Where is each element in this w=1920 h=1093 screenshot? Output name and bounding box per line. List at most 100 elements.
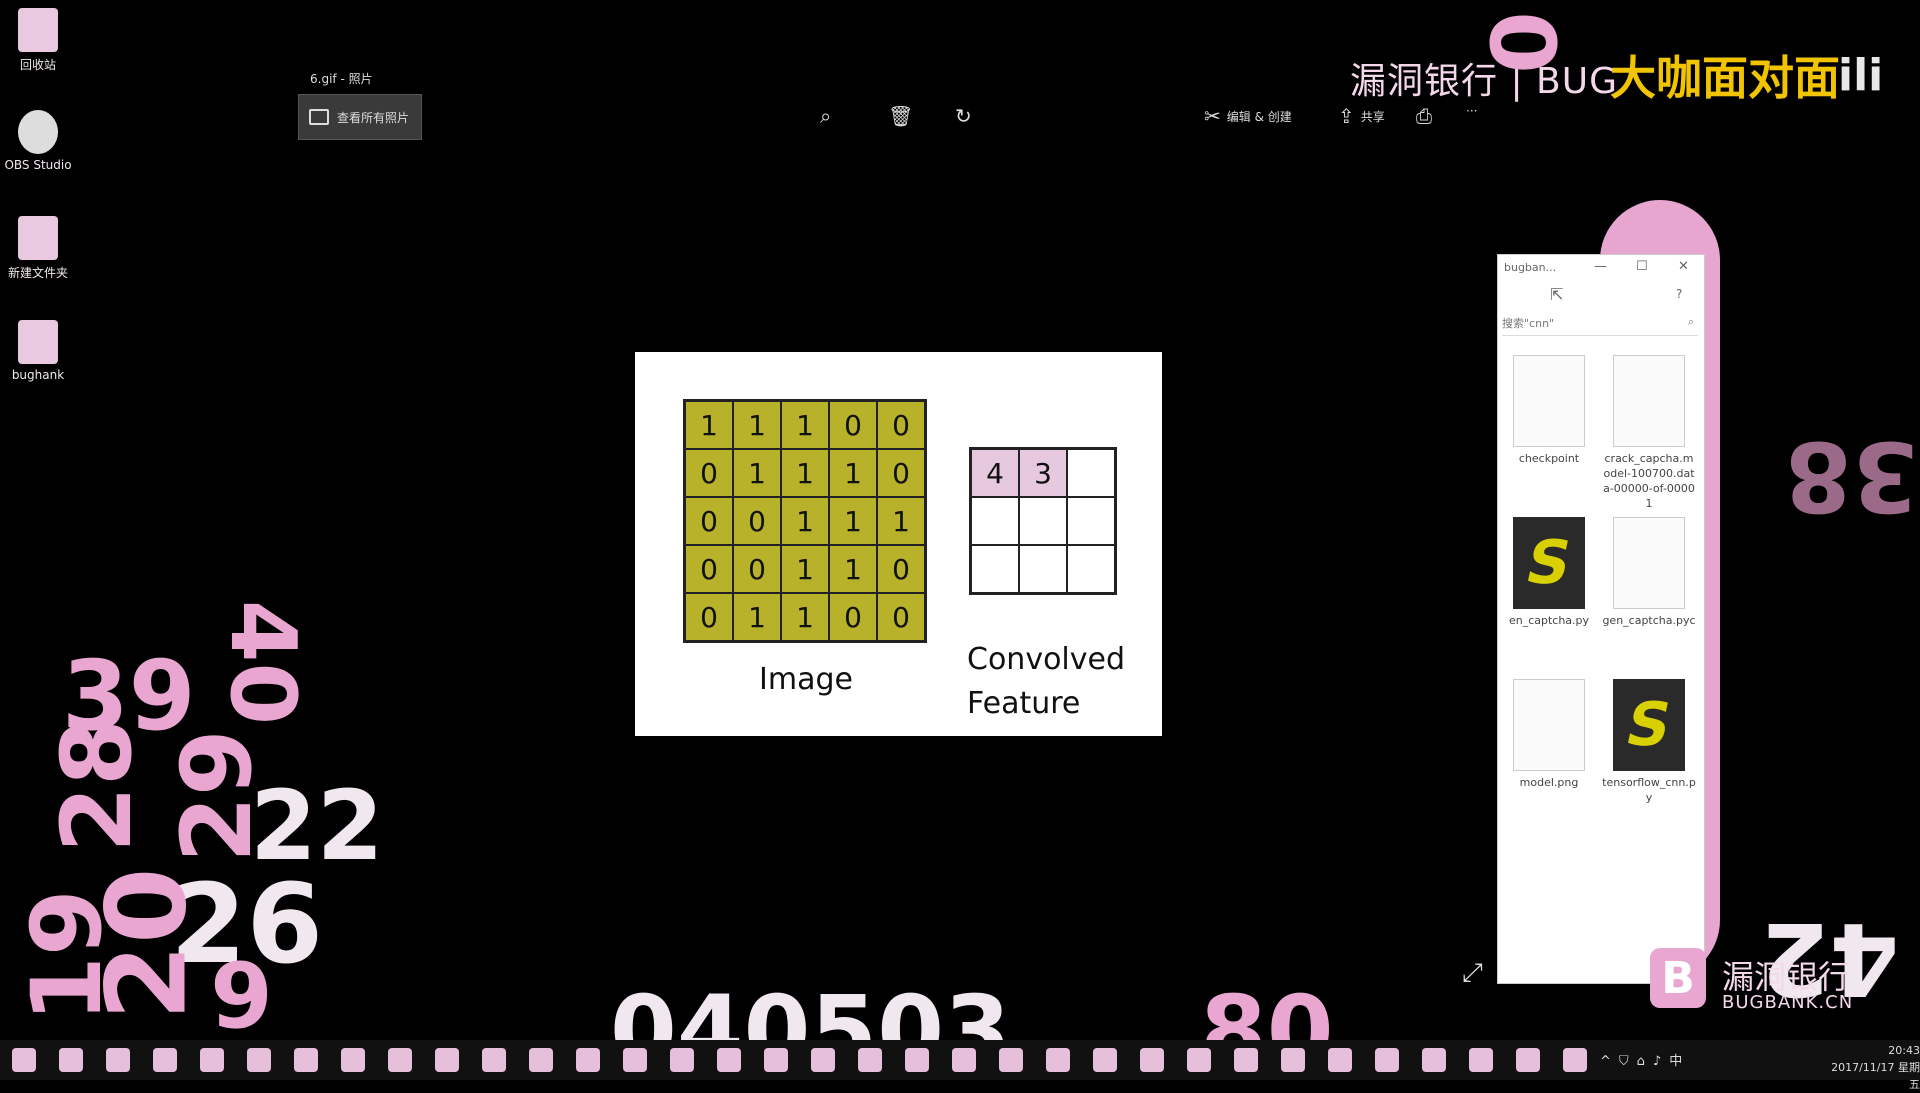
convolved-matrix-cell: 4: [971, 449, 1019, 497]
brand-watermark: 漏洞银行 | BUG: [1350, 61, 1618, 102]
taskbar-app-icon[interactable]: [1093, 1048, 1117, 1072]
image-caption: Image: [759, 662, 853, 697]
taskbar-app-icon[interactable]: [811, 1048, 835, 1072]
logo-en-text: BUGBANK.CN: [1722, 992, 1854, 1013]
taskbar-app-icon[interactable]: [1328, 1048, 1352, 1072]
zoom-button[interactable]: ⌕: [820, 104, 831, 128]
taskbar-app-icon[interactable]: [1422, 1048, 1446, 1072]
explorer-file-name: checkpoint: [1518, 452, 1580, 465]
taskbar-app-icon[interactable]: [670, 1048, 694, 1072]
taskbar-app-icon[interactable]: [153, 1048, 177, 1072]
more-button[interactable]: ···: [1466, 104, 1477, 118]
convolved-matrix-cell: [971, 497, 1019, 545]
delete-button[interactable]: 🗑: [888, 104, 913, 128]
shield-icon[interactable]: ⛉: [1618, 1054, 1637, 1069]
taskbar-app-icon[interactable]: [1516, 1048, 1540, 1072]
taskbar-app-icon[interactable]: [247, 1048, 271, 1072]
decor-number: 39: [62, 640, 196, 752]
tray-chevron-icon[interactable]: ^: [1600, 1054, 1619, 1069]
folder-icon: [18, 216, 58, 260]
see-all-photos-button[interactable]: 查看所有照片: [298, 94, 422, 140]
clock-date: 2017/11/17 星期五: [1831, 1061, 1920, 1091]
print-button[interactable]: ⎙: [1416, 104, 1432, 128]
convolved-matrix-cell: [1019, 497, 1067, 545]
sublime-icon: S: [1513, 517, 1585, 609]
explorer-search-box[interactable]: 搜索"cnn" ⌕: [1502, 315, 1698, 336]
bughank-desktop-icon[interactable]: bughank: [0, 320, 76, 382]
taskbar-app-icon[interactable]: [1140, 1048, 1164, 1072]
taskbar-app-icon[interactable]: [1234, 1048, 1258, 1072]
edit-create-button[interactable]: ✂ 编辑 & 创建: [1204, 104, 1292, 128]
minimize-icon[interactable]: —: [1594, 259, 1607, 274]
ime-indicator[interactable]: 中: [1669, 1054, 1691, 1069]
help-icon[interactable]: ?: [1676, 287, 1683, 301]
convolved-caption: Convolved Feature: [967, 638, 1125, 726]
desktop-icon-label: bughank: [11, 368, 65, 382]
explorer-file-item[interactable]: model.png: [1502, 679, 1596, 790]
decor-number: 26: [170, 860, 324, 988]
new-folder-desktop-icon[interactable]: 新建文件夹: [0, 216, 76, 281]
image-matrix-cell: 0: [685, 545, 733, 593]
volume-icon[interactable]: ♪: [1652, 1054, 1670, 1069]
taskbar-app-icon[interactable]: [1469, 1048, 1493, 1072]
desktop-icon-label: 回收站: [19, 58, 56, 72]
taskbar-app-icon[interactable]: [12, 1048, 36, 1072]
explorer-file-item[interactable]: checkpoint: [1502, 355, 1596, 466]
convolved-caption-line1: Convolved: [967, 642, 1126, 677]
taskbar-clock[interactable]: 20:43 2017/11/17 星期五: [1830, 1042, 1920, 1093]
taskbar-app-icon[interactable]: [999, 1048, 1023, 1072]
taskbar-app-icon[interactable]: [1563, 1048, 1587, 1072]
explorer-file-item[interactable]: gen_captcha.pyc: [1602, 517, 1696, 628]
picture-icon: [309, 109, 329, 125]
taskbar-app-icon[interactable]: [905, 1048, 929, 1072]
sublime-icon: S: [1613, 679, 1685, 771]
taskbar-app-icon[interactable]: [1187, 1048, 1211, 1072]
taskbar-app-icon[interactable]: [717, 1048, 741, 1072]
taskbar-app-icon[interactable]: [200, 1048, 224, 1072]
image-matrix-cell: 1: [829, 449, 877, 497]
image-matrix-cell: 0: [685, 497, 733, 545]
file-explorer-window[interactable]: bugban... — ☐ ✕ ⇱ ? 搜索"cnn" ⌕ checkpoint…: [1497, 254, 1705, 984]
taskbar-app-icon[interactable]: [576, 1048, 600, 1072]
close-icon[interactable]: ✕: [1678, 259, 1689, 274]
taskbar-app-icon[interactable]: [1375, 1048, 1399, 1072]
clock-time: 20:43: [1888, 1044, 1920, 1057]
taskbar-app-icon[interactable]: [294, 1048, 318, 1072]
archive-icon: [18, 320, 58, 364]
taskbar-app-icon[interactable]: [952, 1048, 976, 1072]
taskbar-app-icon[interactable]: [529, 1048, 553, 1072]
expand-icon[interactable]: ⤢: [1462, 958, 1483, 988]
convolved-matrix-cell: [1019, 545, 1067, 593]
taskbar-app-icon[interactable]: [858, 1048, 882, 1072]
explorer-file-name: crack_capcha.model-100700.data-00000-of-…: [1603, 452, 1695, 510]
taskbar-app-icon[interactable]: [388, 1048, 412, 1072]
image-matrix-cell: 1: [781, 545, 829, 593]
explorer-file-name: gen_captcha.pyc: [1602, 614, 1696, 627]
recycle-bin-desktop-icon[interactable]: 回收站: [0, 8, 76, 73]
taskbar-app-icon[interactable]: [764, 1048, 788, 1072]
obs-studio-desktop-icon[interactable]: OBS Studio: [0, 110, 76, 172]
network-icon[interactable]: ⌂: [1636, 1054, 1653, 1069]
share-button[interactable]: ⇪ 共享: [1338, 104, 1385, 128]
taskbar-app-icon[interactable]: [59, 1048, 83, 1072]
taskbar-app-icon[interactable]: [106, 1048, 130, 1072]
rotate-icon: ↻: [955, 104, 972, 128]
system-tray[interactable]: ^⛉⌂♪中: [1600, 1050, 1690, 1069]
explorer-file-item[interactable]: crack_capcha.model-100700.data-00000-of-…: [1602, 355, 1696, 511]
image-matrix-cell: 0: [877, 401, 925, 449]
trash-icon: 🗑: [888, 104, 914, 128]
taskbar-app-icon[interactable]: [1046, 1048, 1070, 1072]
maximize-icon[interactable]: ☐: [1636, 259, 1648, 274]
image-matrix-cell: 1: [685, 401, 733, 449]
taskbar-app-icon[interactable]: [435, 1048, 459, 1072]
taskbar-app-icon[interactable]: [482, 1048, 506, 1072]
taskbar-app-icon[interactable]: [1281, 1048, 1305, 1072]
convolved-matrix-cell: [1067, 497, 1115, 545]
taskbar-app-icon[interactable]: [623, 1048, 647, 1072]
rotate-button[interactable]: ↻: [955, 104, 972, 128]
document-icon: [1613, 517, 1685, 609]
taskbar-app-icon[interactable]: [341, 1048, 365, 1072]
